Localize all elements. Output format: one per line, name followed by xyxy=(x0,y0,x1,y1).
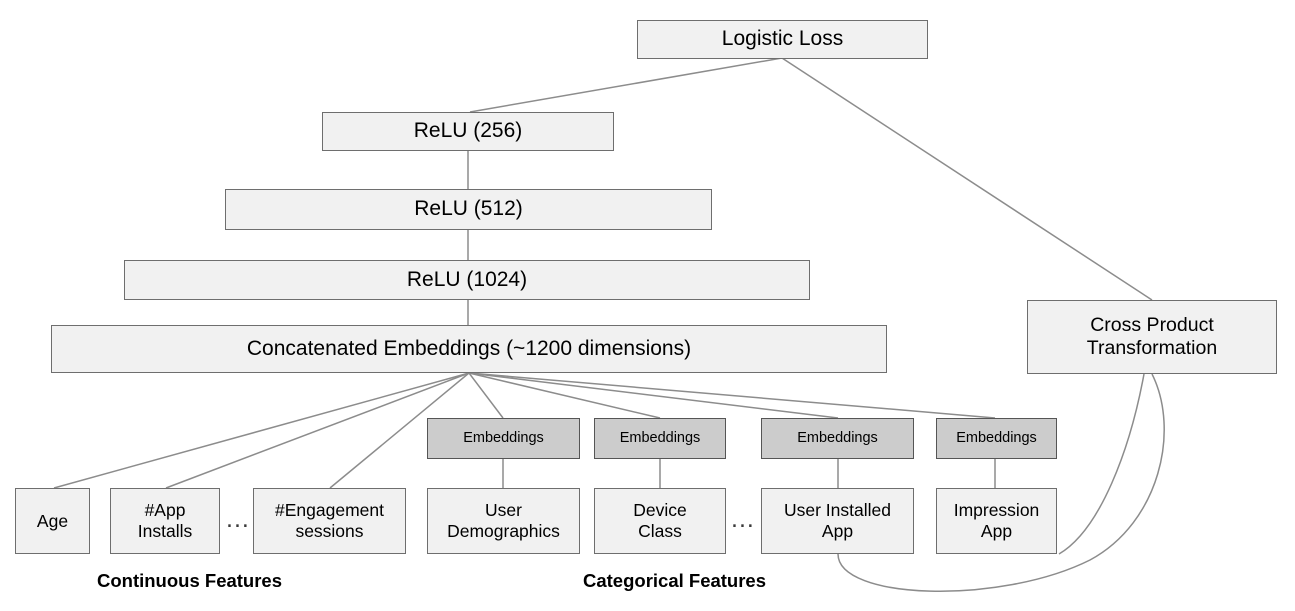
ellipsis-continuous: ... xyxy=(226,505,250,533)
embedding-block-impression-app[interactable]: Embeddings xyxy=(936,418,1057,459)
edge-concat-emb-3 xyxy=(468,372,839,419)
edge-concat-emb-1 xyxy=(468,372,504,419)
feature-user-installed-app[interactable]: User Installed App xyxy=(761,488,914,554)
group-label-continuous-features: Continuous Features xyxy=(97,570,283,591)
node-concatenated-embeddings[interactable]: Concatenated Embeddings (~1200 dimension… xyxy=(51,325,887,373)
edge-loss-crossproduct xyxy=(781,57,1153,301)
node-logistic-loss[interactable]: Logistic Loss xyxy=(637,20,928,59)
node-relu-1024[interactable]: ReLU (1024) xyxy=(124,260,810,300)
edge-concat-emb-2 xyxy=(468,372,661,419)
edge-concat-emb-4 xyxy=(468,372,996,419)
feature-age[interactable]: Age xyxy=(15,488,90,554)
node-relu-256[interactable]: ReLU (256) xyxy=(322,112,614,151)
ellipsis-categorical: ... xyxy=(731,505,755,533)
embedding-block-user-demographics[interactable]: Embeddings xyxy=(427,418,580,459)
feature-device-class[interactable]: Device Class xyxy=(594,488,726,554)
edge-impressionapp-crossproduct xyxy=(1058,373,1145,555)
feature-app-installs[interactable]: #App Installs xyxy=(110,488,220,554)
node-relu-512[interactable]: ReLU (512) xyxy=(225,189,712,230)
feature-user-demographics[interactable]: User Demographics xyxy=(427,488,580,554)
node-cross-product-transformation[interactable]: Cross Product Transformation xyxy=(1027,300,1277,374)
group-label-categorical-features: Categorical Features xyxy=(583,570,767,591)
embedding-block-device-class[interactable]: Embeddings xyxy=(594,418,726,459)
edge-concat-appinstalls xyxy=(165,372,470,489)
feature-engagement-sessions[interactable]: #Engagement sessions xyxy=(253,488,406,554)
feature-impression-app[interactable]: Impression App xyxy=(936,488,1057,554)
edge-concat-age xyxy=(53,372,470,489)
edge-concat-engagement xyxy=(329,372,470,489)
edge-userinstalledapp-crossproduct xyxy=(837,373,1165,592)
embedding-block-user-installed-app[interactable]: Embeddings xyxy=(761,418,914,459)
edge-loss-relu256 xyxy=(469,57,783,113)
